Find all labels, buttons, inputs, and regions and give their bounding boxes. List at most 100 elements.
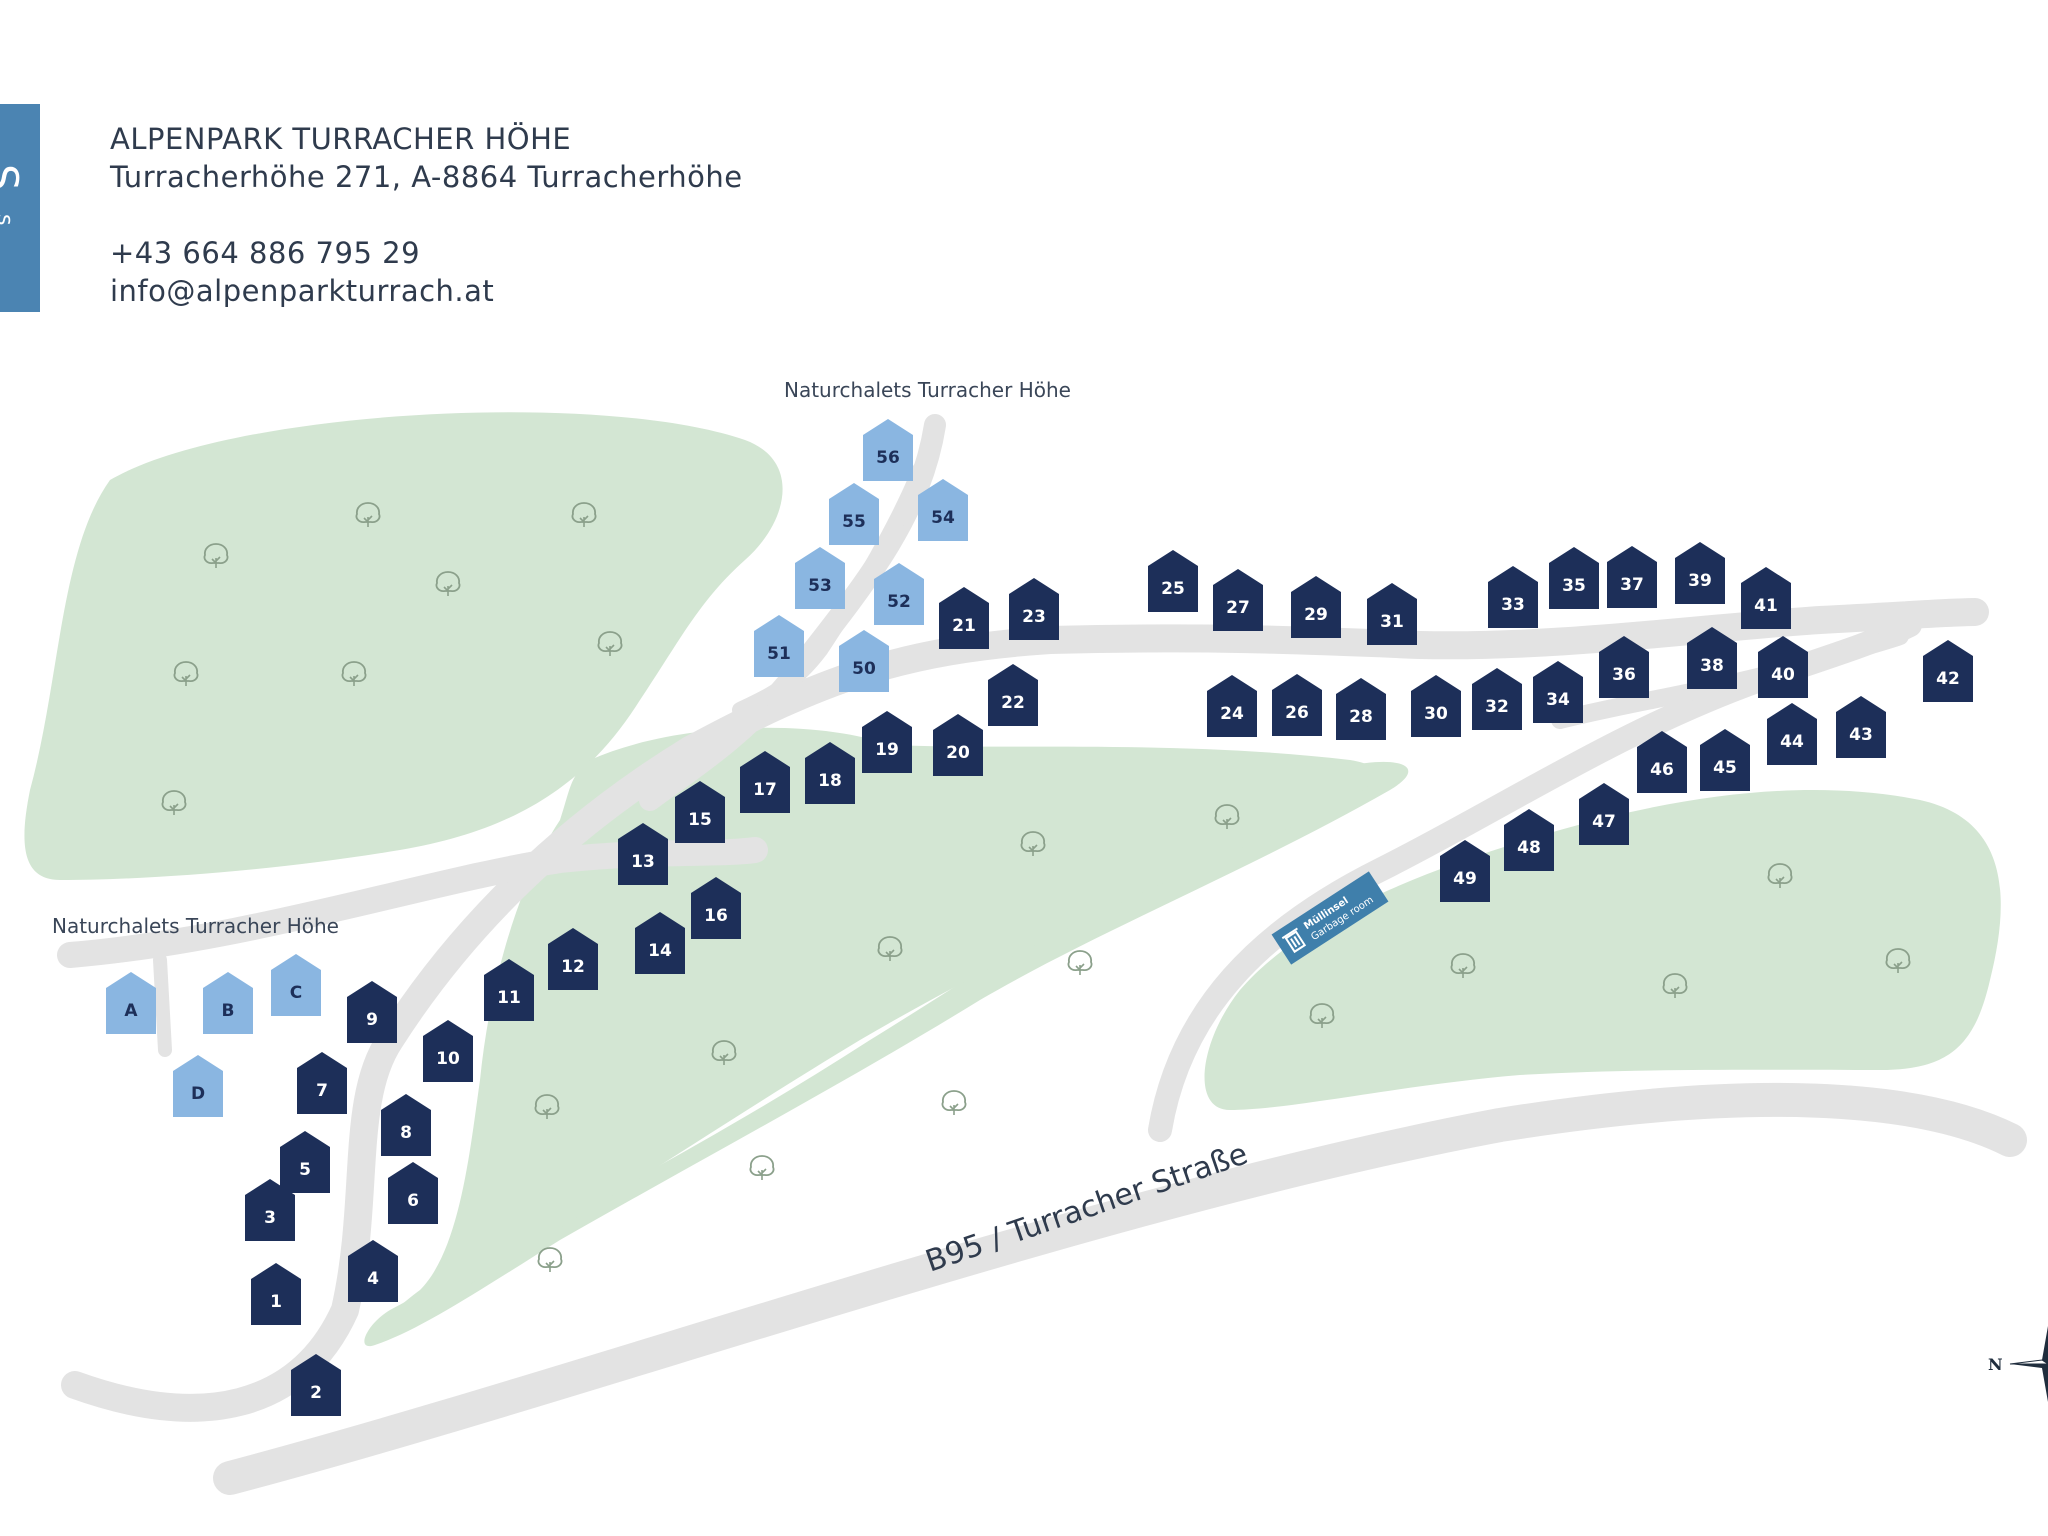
cabin-24[interactable]: 24 [1207, 675, 1257, 737]
cabin-shape [106, 972, 156, 1034]
cabin-shape [1336, 678, 1386, 740]
cabin-9[interactable]: 9 [347, 981, 397, 1043]
cabin-41[interactable]: 41 [1741, 567, 1791, 629]
cabin-48[interactable]: 48 [1504, 809, 1554, 871]
cabin-46[interactable]: 46 [1637, 731, 1687, 793]
phone-link[interactable]: +43 664 886 795 29 [110, 236, 421, 270]
cabin-45[interactable]: 45 [1700, 729, 1750, 791]
cabin-53[interactable]: 53 [795, 547, 845, 609]
cabin-28[interactable]: 28 [1336, 678, 1386, 740]
cabin-number: 14 [648, 941, 672, 961]
cabin-number: 52 [887, 592, 911, 612]
cabin-shape [297, 1052, 347, 1114]
cabin-30[interactable]: 30 [1411, 675, 1461, 737]
cabin-33[interactable]: 33 [1488, 566, 1538, 628]
meadow-center [364, 761, 1409, 1347]
cabin-number: 51 [767, 644, 791, 664]
cabin-43[interactable]: 43 [1836, 696, 1886, 758]
cabin-shape [1440, 840, 1490, 902]
cabin-42[interactable]: 42 [1923, 640, 1973, 702]
cabin-3[interactable]: 3 [245, 1179, 295, 1241]
cabin-number: 23 [1022, 607, 1046, 627]
cabin-26[interactable]: 26 [1272, 674, 1322, 736]
tree-icon [537, 1247, 563, 1273]
cabin-7[interactable]: 7 [297, 1052, 347, 1114]
cabin-55[interactable]: 55 [829, 483, 879, 545]
cabin-number: 29 [1304, 605, 1328, 625]
cabin-shape [1767, 703, 1817, 765]
cabin-shape [1009, 578, 1059, 640]
cabin-number: 24 [1220, 704, 1244, 724]
cabin-31[interactable]: 31 [1367, 583, 1417, 645]
cabin-49[interactable]: 49 [1440, 840, 1490, 902]
cabin-47[interactable]: 47 [1579, 783, 1629, 845]
cabin-51[interactable]: 51 [754, 615, 804, 677]
cabin-11[interactable]: 11 [484, 959, 534, 1021]
cabin-shape [1291, 576, 1341, 638]
cabin-25[interactable]: 25 [1148, 550, 1198, 612]
cabin-number: 28 [1349, 707, 1373, 727]
cabin-54[interactable]: 54 [918, 479, 968, 541]
cabin-19[interactable]: 19 [862, 711, 912, 773]
cabin-16[interactable]: 16 [691, 877, 741, 939]
cabin-35[interactable]: 35 [1549, 547, 1599, 609]
compass-icon: N [1988, 1326, 2048, 1402]
cabin-number: 35 [1562, 576, 1586, 596]
cabin-8[interactable]: 8 [381, 1094, 431, 1156]
tree-icon [941, 1090, 967, 1116]
cabin-number: 13 [631, 852, 655, 872]
cabin-40[interactable]: 40 [1758, 636, 1808, 698]
cabin-21[interactable]: 21 [939, 587, 989, 649]
cabin-12[interactable]: 12 [548, 928, 598, 990]
cabin-38[interactable]: 38 [1687, 627, 1737, 689]
cabin-32[interactable]: 32 [1472, 668, 1522, 730]
cabin-50[interactable]: 50 [839, 630, 889, 692]
cabin-52[interactable]: 52 [874, 563, 924, 625]
cabin-29[interactable]: 29 [1291, 576, 1341, 638]
cabin-shape [1741, 567, 1791, 629]
cabin-20[interactable]: 20 [933, 714, 983, 776]
cabin-23[interactable]: 23 [1009, 578, 1059, 640]
cabin-b[interactable]: B [203, 972, 253, 1034]
cabin-44[interactable]: 44 [1767, 703, 1817, 765]
cabin-number: 33 [1501, 595, 1525, 615]
cabin-13[interactable]: 13 [618, 823, 668, 885]
cabin-number: 42 [1936, 669, 1960, 689]
cabin-10[interactable]: 10 [423, 1020, 473, 1082]
cabin-shape [388, 1162, 438, 1224]
cabin-36[interactable]: 36 [1599, 636, 1649, 698]
meadow-east [1204, 790, 2001, 1110]
cabin-37[interactable]: 37 [1607, 546, 1657, 608]
trash-icon [1281, 927, 1307, 954]
cabin-15[interactable]: 15 [675, 781, 725, 843]
cabin-d[interactable]: D [173, 1055, 223, 1117]
road-north-branch [732, 462, 928, 718]
cabin-56[interactable]: 56 [863, 419, 913, 481]
cabin-number: 3 [264, 1208, 276, 1228]
cabin-17[interactable]: 17 [740, 751, 790, 813]
cabin-shape [1148, 550, 1198, 612]
cabin-39[interactable]: 39 [1675, 542, 1725, 604]
cabin-c[interactable]: C [271, 954, 321, 1016]
cabin-shape [691, 877, 741, 939]
cabin-number: 34 [1546, 690, 1570, 710]
cabin-number: 43 [1849, 725, 1873, 745]
cabin-2[interactable]: 2 [291, 1354, 341, 1416]
cabin-number: 12 [561, 957, 585, 977]
cabin-number: 45 [1713, 758, 1737, 778]
cabin-34[interactable]: 34 [1533, 661, 1583, 723]
cabin-a[interactable]: A [106, 972, 156, 1034]
cabin-14[interactable]: 14 [635, 912, 685, 974]
cabin-shape [173, 1055, 223, 1117]
email-link[interactable]: info@alpenparkturrach.at [110, 274, 495, 308]
cabin-number: 40 [1771, 665, 1795, 685]
cabin-1[interactable]: 1 [251, 1263, 301, 1325]
cabin-number: 55 [842, 512, 866, 532]
cabin-shape [1758, 636, 1808, 698]
cabin-22[interactable]: 22 [988, 664, 1038, 726]
cabin-6[interactable]: 6 [388, 1162, 438, 1224]
cabin-18[interactable]: 18 [805, 742, 855, 804]
cabin-27[interactable]: 27 [1213, 569, 1263, 631]
cabin-4[interactable]: 4 [348, 1240, 398, 1302]
cabin-5[interactable]: 5 [280, 1131, 330, 1193]
